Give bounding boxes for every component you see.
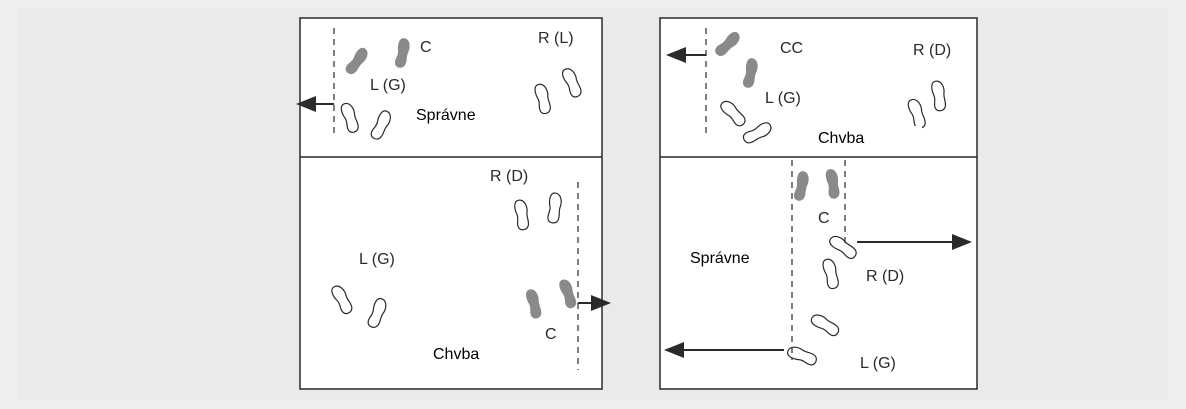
right-panel-frame [659,17,978,390]
label-cc: CC [780,40,803,57]
verdict-correct-label: Správne [408,101,518,149]
label-l: L (G) [359,251,395,268]
left-panel-frame [299,17,603,390]
label-l: L (G) [860,355,896,372]
label-r: R (D) [866,268,904,285]
right-top-cell: CC R (D) L (G) [666,28,951,147]
label-r: R (D) [913,42,951,59]
label-c: C [545,326,557,343]
left-bottom-cell: R (D) L (G) C [328,168,611,370]
label-c: C [420,39,432,56]
label-l: L (G) [370,77,406,94]
right-bottom-cell: C R (D) L (G) [664,160,972,372]
label-r: R (L) [538,30,574,47]
left-panel: C R (L) L (G) R (D) L (G) C [296,17,611,390]
left-top-cell: C R (L) L (G) [296,28,585,142]
verdict-error-label: Chvba [393,341,538,368]
verdict-error-label: Chvba [780,126,922,150]
right-panel: CC R (D) L (G) C R (D) L (G) [659,17,978,390]
verdict-correct-label: Správne [684,242,768,292]
label-l: L (G) [765,90,801,107]
label-c: C [818,210,830,227]
label-r: R (D) [490,168,528,185]
